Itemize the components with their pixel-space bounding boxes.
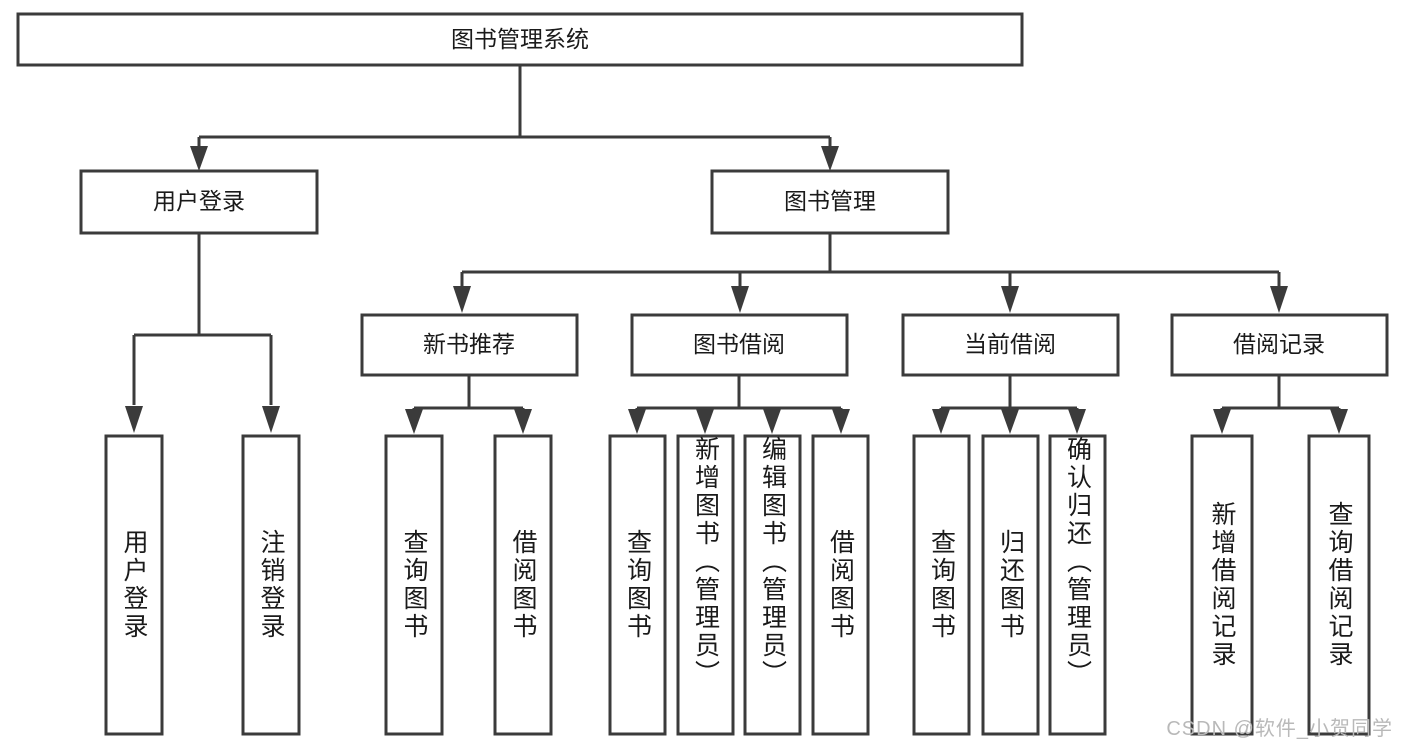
- node-root-label: 图书管理系统: [451, 26, 589, 52]
- node-new-book-label: 新书推荐: [423, 331, 515, 357]
- arrow-leaf-logout: [262, 406, 280, 433]
- leaf-query-book-3-box[interactable]: [912, 434, 971, 736]
- node-borrow-record-box[interactable]: [1170, 313, 1389, 377]
- node-user-login-box[interactable]: [79, 169, 319, 235]
- leaf-borrow-book-1-box[interactable]: [493, 434, 553, 736]
- arrow-to-borrow-record: [1270, 286, 1288, 313]
- csdn-watermark: CSDN @软件_小贺同学: [1166, 718, 1393, 740]
- leaf-query-record-box[interactable]: [1307, 434, 1371, 736]
- arrow-to-book-manage: [821, 146, 839, 171]
- arrow-leaf-confirm-return: [1068, 409, 1086, 434]
- node-root-box[interactable]: [16, 12, 1024, 67]
- leaf-edit-book-box[interactable]: [743, 434, 802, 736]
- node-current-borrow-label: 当前借阅: [964, 331, 1056, 357]
- leaf-logout-box[interactable]: [241, 434, 301, 736]
- edges-group: [125, 65, 1348, 434]
- arrow-to-user-login: [190, 146, 208, 171]
- arrow-leaf-user-login: [125, 406, 143, 433]
- node-book-borrow-label: 图书借阅: [693, 331, 785, 357]
- arrow-to-new-book: [453, 286, 471, 313]
- arrow-leaf-query-record: [1330, 409, 1348, 434]
- leaf-query-book-2-box[interactable]: [608, 434, 667, 736]
- arrow-leaf-add-book: [696, 409, 714, 434]
- leaf-add-record-box[interactable]: [1190, 434, 1254, 736]
- arrow-leaf-query-book-3: [932, 409, 950, 434]
- arrow-leaf-add-record: [1213, 409, 1231, 434]
- arrow-leaf-query-book-1: [405, 409, 423, 434]
- node-borrow-record-label: 借阅记录: [1233, 331, 1325, 357]
- arrow-leaf-borrow-book-2: [832, 409, 850, 434]
- arrow-leaf-borrow-book-1: [514, 409, 532, 434]
- arrow-leaf-edit-book: [763, 409, 781, 434]
- node-book-manage-box[interactable]: [710, 169, 950, 235]
- arrow-leaf-return-book: [1001, 409, 1019, 434]
- node-book-borrow-box[interactable]: [630, 313, 849, 377]
- leaf-return-book-box[interactable]: [981, 434, 1040, 736]
- arrow-leaf-query-book-2: [628, 409, 646, 434]
- leaf-user-login-box[interactable]: [104, 434, 164, 736]
- node-current-borrow-box[interactable]: [901, 313, 1120, 377]
- leaf-borrow-book-2-box[interactable]: [811, 434, 870, 736]
- node-user-login-label: 用户登录: [153, 188, 245, 214]
- leaf-add-book-box[interactable]: [676, 434, 735, 736]
- node-book-manage-label: 图书管理: [784, 188, 876, 214]
- nodes-group: 图书管理系统 用户登录 图书管理 新书推荐 图书借阅 当前借阅 借阅记录: [16, 12, 1389, 736]
- node-new-book-box[interactable]: [360, 313, 579, 377]
- arrow-to-current-borrow: [1001, 286, 1019, 313]
- arrow-to-book-borrow: [731, 286, 749, 313]
- leaf-confirm-return-box[interactable]: [1048, 434, 1107, 736]
- leaf-query-book-1-box[interactable]: [384, 434, 444, 736]
